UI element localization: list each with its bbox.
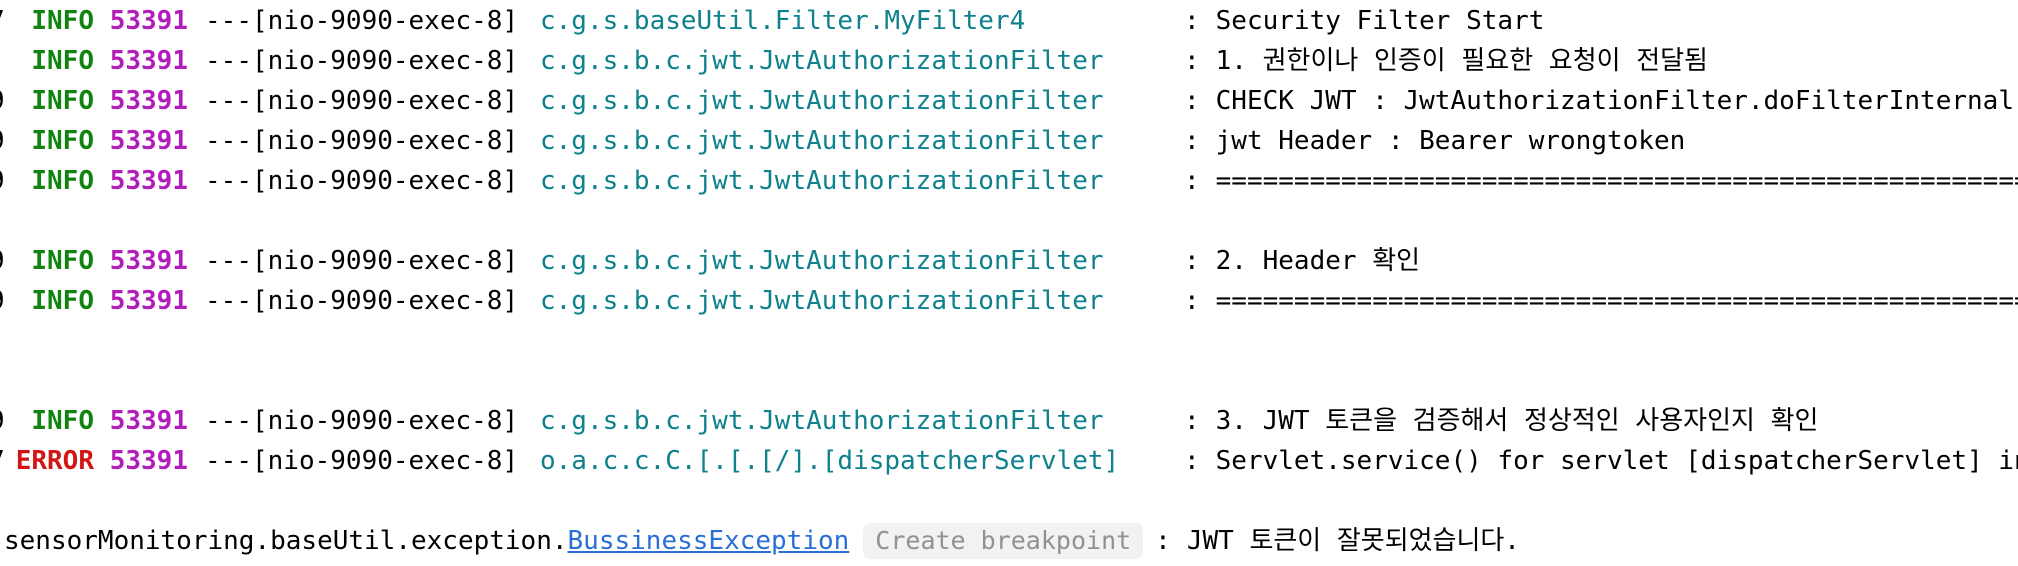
log-dashes: --- [205,446,252,476]
logger-name: c.g.s.b.c.jwt.JwtAuthorizationFilter [540,286,1104,316]
log-message: :jwt Header : Bearer wrongtoken [1184,126,1686,156]
log-message: :3. JWT 토큰을 검증해서 정상적인 사용자인지 확인 [1184,406,1819,436]
exception-class-link[interactable]: BussinessException [567,526,850,556]
timestamp-fragment: 9 [0,401,5,441]
exception-package: sensorMonitoring.baseUtil.exception. [4,526,568,556]
create-breakpoint-button[interactable]: Create breakpoint [863,523,1144,559]
exception-separator: : [1155,526,1171,556]
log-line: : INFO 53391 --- [nio-9090-exec-8] c.g.s… [0,41,2018,81]
timestamp-fragment: 9 [0,161,5,201]
logger-name: c.g.s.b.c.jwt.JwtAuthorizationFilter [540,126,1104,156]
blank-line [0,361,2018,401]
log-message: :1. 권한이나 인증이 필요한 요청이 전달됨 [1184,46,1708,76]
log-message: :2. Header 확인 [1184,246,1421,276]
timestamp-fragment: 9 [0,81,5,121]
timestamp-fragment: : [0,41,5,81]
thread-name: [nio-9090-exec-8] [252,6,519,36]
log-level: INFO [31,126,94,156]
log-line: 9 INFO 53391 --- [nio-9090-exec-8] c.g.s… [0,401,2018,441]
log-message: :Security Filter Start [1184,6,1545,36]
log-dashes: --- [205,6,252,36]
process-id: 53391 [109,246,188,276]
logger-name: c.g.s.baseUtil.Filter.MyFilter4 [540,6,1026,36]
log-dashes: --- [205,246,252,276]
process-id: 53391 [109,46,188,76]
thread-name: [nio-9090-exec-8] [252,406,519,436]
log-message: :Servlet.service() for servlet [dispatch… [1184,446,2018,476]
process-id: 53391 [109,406,188,436]
blank-line [0,201,2018,241]
blank-line [0,481,2018,521]
log-dashes: --- [205,126,252,156]
log-level: INFO [31,6,94,36]
thread-name: [nio-9090-exec-8] [252,286,519,316]
thread-name: [nio-9090-exec-8] [252,46,519,76]
logger-name: c.g.s.b.c.jwt.JwtAuthorizationFilter [540,406,1104,436]
log-line: 9 INFO 53391 --- [nio-9090-exec-8] c.g.s… [0,281,2018,321]
log-message: :CHECK JWT : JwtAuthorizationFilter.doFi… [1184,86,2014,116]
log-line: 9 INFO 53391 --- [nio-9090-exec-8] c.g.s… [0,81,2018,121]
timestamp-fragment: 9 [0,281,5,321]
process-id: 53391 [109,6,188,36]
logger-name: c.g.s.b.c.jwt.JwtAuthorizationFilter [540,166,1104,196]
logger-name: c.g.s.b.c.jwt.JwtAuthorizationFilter [540,86,1104,116]
thread-name: [nio-9090-exec-8] [252,126,519,156]
logger-name: c.g.s.b.c.jwt.JwtAuthorizationFilter [540,246,1104,276]
log-level: INFO [31,246,94,276]
log-line: 9 INFO 53391 --- [nio-9090-exec-8] c.g.s… [0,121,2018,161]
log-message: :=======================================… [1184,286,2018,316]
logger-name: c.g.s.b.c.jwt.JwtAuthorizationFilter [540,46,1104,76]
process-id: 53391 [109,446,188,476]
exception-line: sensorMonitoring.baseUtil.exception.Buss… [0,521,2018,561]
log-line: 7 INFO 53391 --- [nio-9090-exec-8] c.g.s… [0,1,2018,41]
log-dashes: --- [205,286,252,316]
log-level: INFO [31,166,94,196]
timestamp-fragment: 9 [0,121,5,161]
timestamp-fragment: 9 [0,241,5,281]
log-level: INFO [31,46,94,76]
process-id: 53391 [109,166,188,196]
log-dashes: --- [205,46,252,76]
log-line-error: 7 ERROR 53391 --- [nio-9090-exec-8] o.a.… [0,441,2018,481]
log-dashes: --- [205,166,252,196]
timestamp-fragment: 7 [0,1,5,41]
log-message: :=======================================… [1184,166,2018,196]
thread-name: [nio-9090-exec-8] [252,446,519,476]
log-level: ERROR [15,446,94,476]
process-id: 53391 [109,286,188,316]
log-level: INFO [31,86,94,116]
log-dashes: --- [205,86,252,116]
log-level: INFO [31,286,94,316]
log-line: 9 INFO 53391 --- [nio-9090-exec-8] c.g.s… [0,161,2018,201]
exception-message: JWT 토큰이 잘못되었습니다. [1186,526,1520,556]
thread-name: [nio-9090-exec-8] [252,246,519,276]
logger-name: o.a.c.c.C.[.[.[/].[dispatcherServlet] [540,446,1120,476]
thread-name: [nio-9090-exec-8] [252,166,519,196]
thread-name: [nio-9090-exec-8] [252,86,519,116]
log-dashes: --- [205,406,252,436]
process-id: 53391 [109,86,188,116]
timestamp-fragment: 7 [0,441,5,481]
log-level: INFO [31,406,94,436]
log-line: 9 INFO 53391 --- [nio-9090-exec-8] c.g.s… [0,241,2018,281]
process-id: 53391 [109,126,188,156]
blank-line [0,321,2018,361]
